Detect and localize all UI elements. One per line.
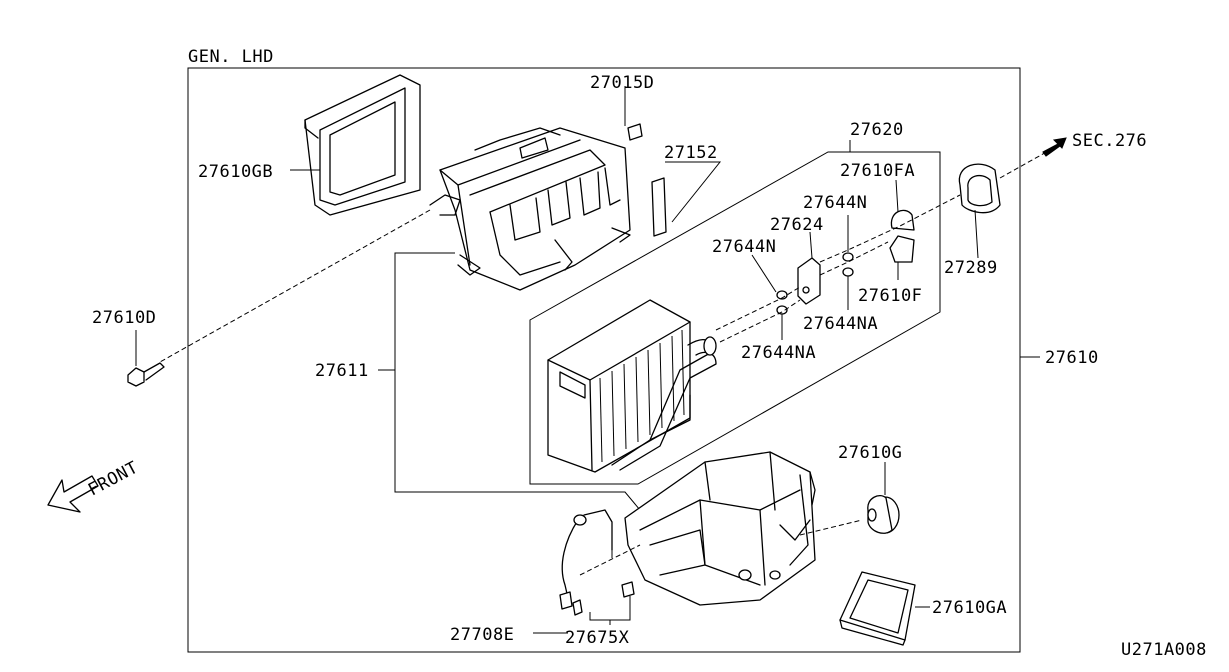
o-ring-icon: [842, 252, 854, 262]
callout-27610FA: 27610FA: [840, 161, 915, 181]
front-direction-indicator: FRONT: [47, 458, 142, 513]
o-ring-icon: [842, 267, 854, 277]
callout-27152: 27152: [664, 143, 718, 163]
filter-part: [839, 571, 916, 646]
callout-27610F: 27610F: [858, 286, 922, 306]
callout-27620: 27620: [850, 120, 904, 140]
callout-27675X: 27675X: [565, 628, 630, 648]
seal-strip-part: [651, 177, 667, 237]
callout-27610GA: 27610GA: [932, 598, 1007, 618]
filter-frame-part: [304, 74, 421, 216]
screw-part: [127, 330, 165, 387]
variant-label: GEN. LHD: [188, 47, 274, 67]
reference-arrow-icon: [1042, 137, 1067, 157]
callout-27644NA-a: 27644NA: [803, 314, 878, 334]
callout-27644N-a: 27644N: [803, 193, 867, 213]
callout-27708E: 27708E: [450, 625, 514, 645]
reference-label: SEC.276: [1072, 131, 1147, 151]
grommet-part: [958, 163, 1001, 214]
callout-27015D: 27015D: [590, 73, 654, 93]
callout-27610: 27610: [1045, 348, 1099, 368]
housing-bracket-line: [394, 252, 641, 511]
lower-housing-part: [624, 451, 816, 606]
front-label: FRONT: [85, 458, 142, 501]
expansion-valve-part: [797, 231, 821, 305]
motor-part: [867, 495, 900, 534]
callout-27610GB: 27610GB: [198, 162, 273, 182]
callout-27610D: 27610D: [92, 308, 156, 328]
callout-27611: 27611: [315, 361, 369, 381]
evaporator-subassembly-frame: [529, 151, 941, 485]
front-arrow-icon: [47, 475, 99, 513]
callout-27610G: 27610G: [838, 443, 902, 463]
callout-27289: 27289: [944, 258, 998, 278]
callout-27644N-b: 27644N: [712, 237, 776, 257]
harness-part: [559, 509, 635, 616]
insulator-part: [889, 209, 915, 263]
evaporator-core-part: [547, 299, 717, 473]
callout-27644NA-b: 27644NA: [741, 343, 816, 363]
upper-housing-part: [429, 127, 631, 291]
clip-part: [627, 123, 643, 141]
main-frame: [187, 67, 1021, 653]
figure-code: U271A008: [1121, 640, 1207, 660]
callout-27624: 27624: [770, 215, 824, 235]
